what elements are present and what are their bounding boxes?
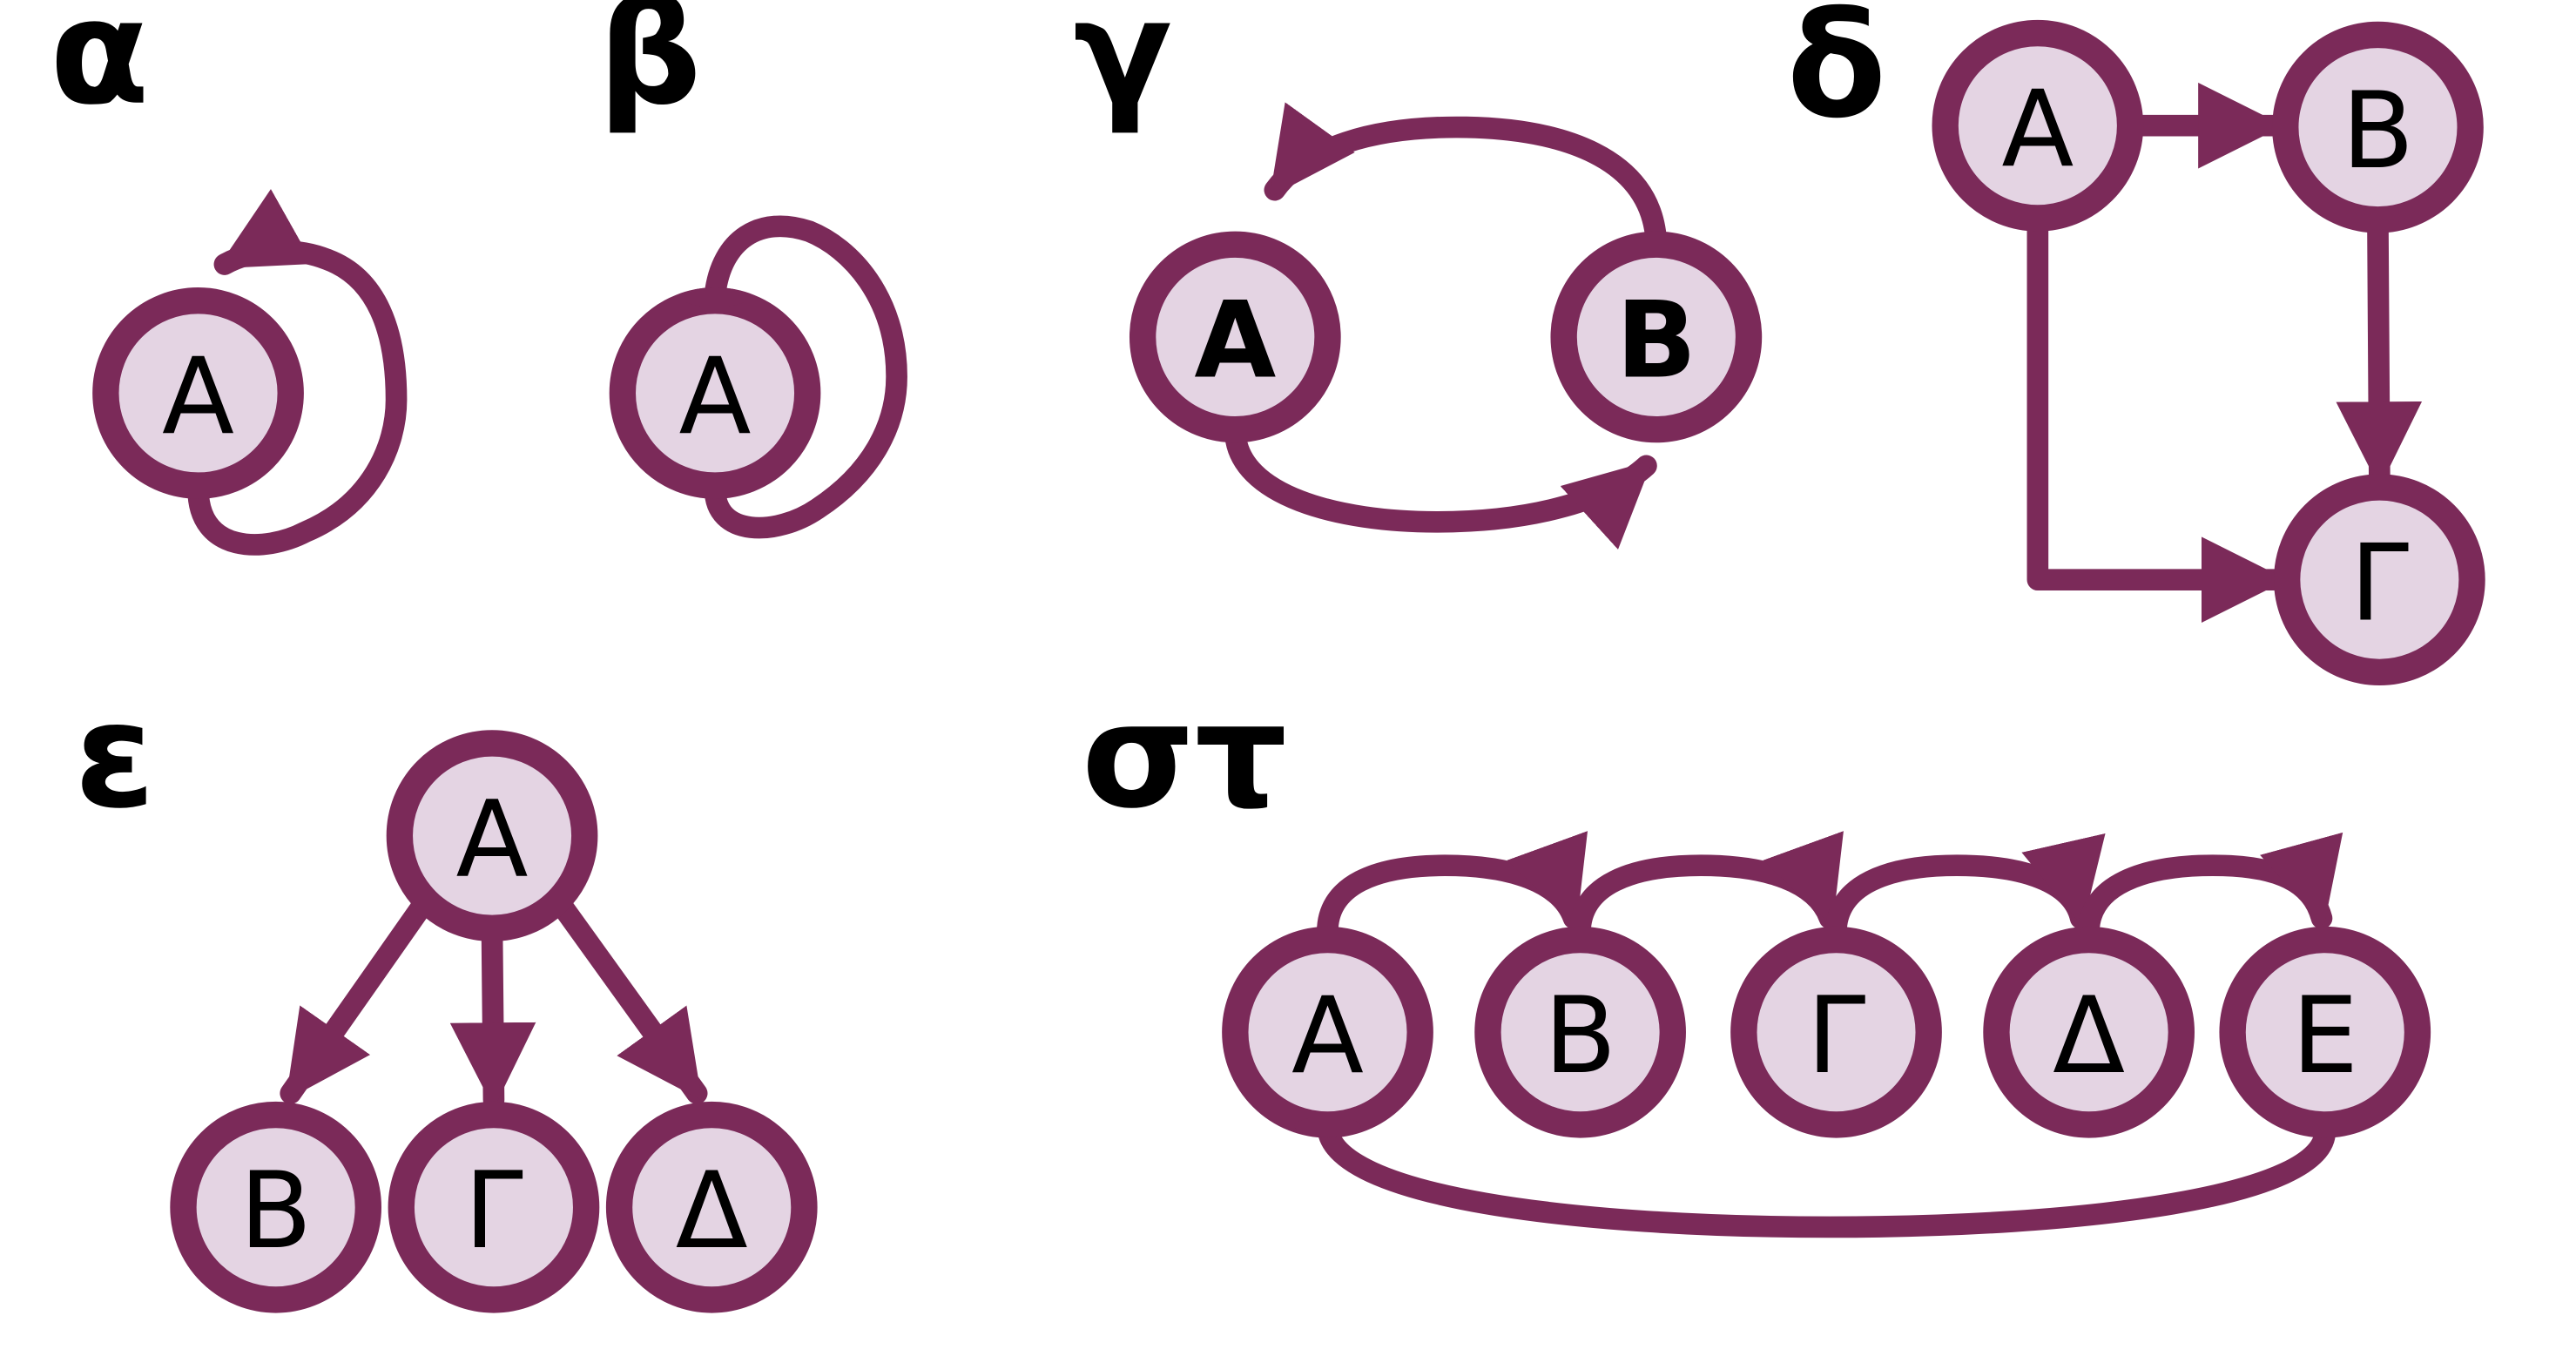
node-epsilon-delta: Δ [605,1101,818,1313]
node-gamma-a: A [1129,231,1341,443]
edge-endpoint-dot [682,287,748,307]
node-beta-a: A [609,287,821,499]
node-label: B [2342,69,2414,192]
edge-epsilon-a-b [280,894,434,1104]
node-epsilon-a: A [386,730,598,941]
node-epsilon-b: B [170,1101,382,1313]
panel-delta: δ A B Γ [1787,0,2485,686]
panel-label-alpha: α [50,0,150,138]
node-stigma-a: A [1222,926,1433,1138]
edge-delta-b-gamma [2336,213,2423,490]
edge-stigma-b-gamma [1569,831,1844,948]
node-epsilon-gamma: Γ [388,1101,600,1313]
node-stigma-gamma: Γ [1730,926,1942,1138]
edge-delta-a-gamma [2026,210,2290,623]
edge-stigma-gamma-delta [1825,833,2106,948]
node-label: A [2001,67,2074,191]
panel-alpha: α A [50,0,408,556]
node-label: Γ [464,1149,523,1272]
edge-epsilon-a-delta [550,894,708,1104]
edge-beta-a-a-self-loop [704,215,907,539]
node-label: A [1194,279,1276,402]
panel-epsilon: ε A B Γ Δ [74,671,818,1313]
edge-gamma-b-a [1264,102,1668,253]
panel-label-epsilon: ε [74,671,155,840]
panel-label-delta: δ [1787,0,1887,151]
node-label: Γ [1807,974,1866,1097]
node-delta-b: B [2272,21,2484,233]
node-label: A [1291,974,1364,1097]
panel-label-gamma: γ [1074,0,1173,138]
node-stigma-delta: Δ [1983,926,2195,1138]
node-delta-a: A [1932,19,2144,232]
node-delta-gamma: Γ [2274,474,2485,686]
node-alpha-a: A [92,287,304,499]
edge-epsilon-a-gamma [449,922,536,1111]
node-label: A [679,334,752,458]
panel-label-stigma: στ [1082,671,1287,840]
edge-stigma-delta-e [2078,832,2343,948]
node-label: A [162,334,234,458]
node-label: B [239,1149,312,1272]
panel-beta: β A [597,0,907,539]
node-label: Δ [2053,974,2125,1097]
node-gamma-b: B [1550,231,1763,443]
node-label: A [456,777,529,901]
edge-alpha-a-a-self-loop [187,189,408,556]
panel-gamma: γ A B [1074,0,1763,550]
edge-stigma-e-a [1317,1115,2337,1238]
node-label: B [1544,974,1616,1097]
node-label: Δ [676,1149,748,1272]
node-stigma-b: B [1474,926,1686,1138]
node-label: E [2291,974,2358,1097]
edge-gamma-a-b [1224,422,1657,550]
node-stigma-e: E [2219,926,2431,1138]
panel-label-beta: β [597,0,701,138]
node-label: B [1616,279,1697,402]
node-label: Γ [2350,521,2410,644]
panel-stigma: στ A B Γ Δ E [1082,671,2431,1238]
edge-endpoint-dot [1294,1116,1361,1137]
edge-stigma-a-b [1317,831,1588,948]
